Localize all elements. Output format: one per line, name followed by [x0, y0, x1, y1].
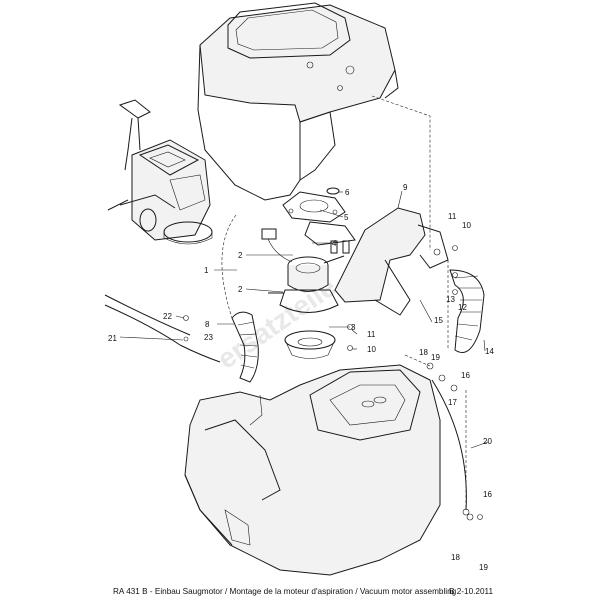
- callout-1: 1: [204, 266, 209, 275]
- vacuum-motor: [261, 228, 350, 359]
- revision-code: B 2-10.2011: [449, 587, 494, 596]
- cable-20: [431, 379, 470, 516]
- upper-housing: [197, 2, 399, 201]
- callout-16a: 16: [461, 371, 470, 380]
- cable-21: [104, 294, 221, 363]
- callout-10b: 10: [367, 345, 376, 354]
- callout-3: 3: [351, 323, 356, 332]
- callout-14: 14: [485, 347, 494, 356]
- hose-8: [231, 311, 259, 383]
- callout-2b: 2: [238, 285, 243, 294]
- callout-9: 9: [403, 183, 408, 192]
- hose-14: [449, 269, 485, 353]
- callout-5: 5: [344, 213, 349, 222]
- diagram-footer: RA 431 B - Einbau Saugmotor / Montage de…: [0, 585, 600, 599]
- callout-12: 12: [458, 303, 467, 312]
- callout-11b: 11: [367, 330, 376, 339]
- callout-11a: 11: [448, 212, 457, 221]
- assembly-guide-lines: [221, 95, 467, 508]
- callout-labels: 1 2 2 3 4 5 6 8 9 10 10 11 11 12 13 14 1…: [108, 183, 494, 572]
- callout-18b: 18: [451, 553, 460, 562]
- callout-13: 13: [446, 295, 455, 304]
- machine-overview-inset: [107, 99, 213, 245]
- leader-lines: [119, 190, 489, 449]
- callout-8: 8: [205, 320, 210, 329]
- callout-2a: 2: [238, 251, 243, 260]
- callout-17: 17: [448, 398, 457, 407]
- callout-10a: 10: [462, 221, 471, 230]
- callout-20: 20: [483, 437, 492, 446]
- gasket-plate: [282, 187, 356, 246]
- diagram-caption: RA 431 B - Einbau Saugmotor / Montage de…: [113, 587, 457, 596]
- callout-16b: 16: [483, 490, 492, 499]
- motor-bracket: [334, 207, 449, 316]
- callout-15: 15: [434, 316, 443, 325]
- lower-chassis: [184, 364, 441, 576]
- callout-4: 4: [332, 239, 337, 248]
- callout-6: 6: [345, 188, 350, 197]
- callout-18a: 18: [419, 348, 428, 357]
- callout-21: 21: [108, 334, 117, 343]
- callout-19b: 19: [479, 563, 488, 572]
- fasteners: [183, 245, 483, 521]
- callout-19a: 19: [431, 353, 440, 362]
- callout-23: 23: [204, 333, 213, 342]
- callout-22: 22: [163, 312, 172, 321]
